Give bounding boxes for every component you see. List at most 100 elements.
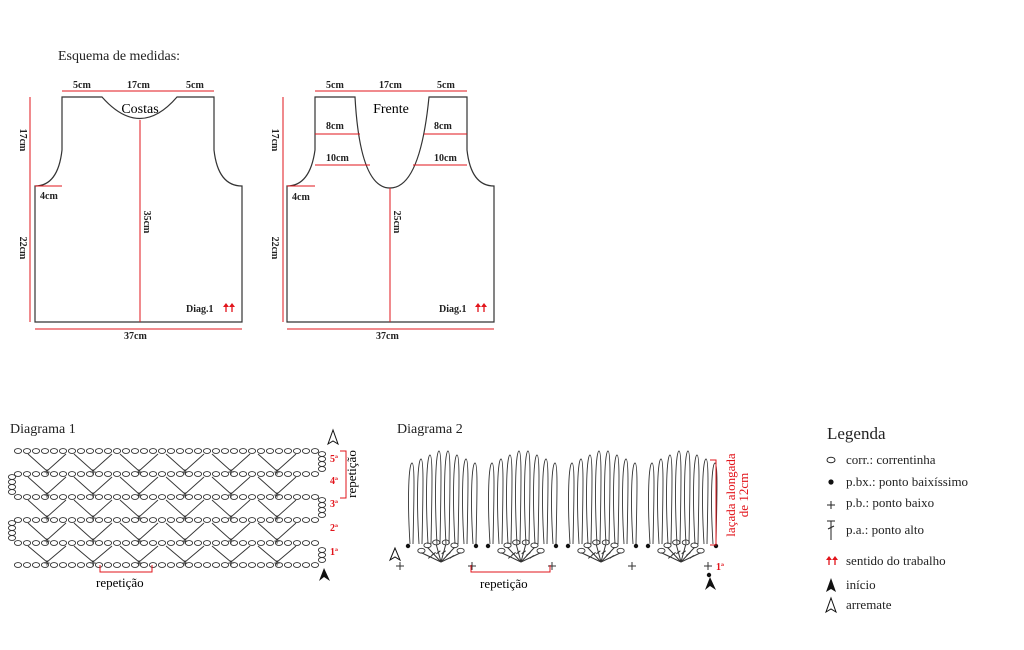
finish-icon <box>327 428 339 446</box>
chain-stitch <box>283 494 293 500</box>
elongated-loop <box>551 462 558 545</box>
chain-stitch <box>49 540 59 546</box>
chain-stitch <box>301 471 311 477</box>
slip-stitch <box>405 543 411 549</box>
chain-stitch <box>238 494 248 500</box>
elongated-loop <box>693 454 700 545</box>
slip-stitch <box>473 543 479 549</box>
chain-stitch <box>13 471 23 477</box>
double-crochet-stitch <box>671 552 676 556</box>
front-shoulder-right: 5cm <box>437 80 455 91</box>
chain-stitch <box>247 562 257 568</box>
chain-stitch <box>310 471 320 477</box>
chain-arch <box>230 522 251 541</box>
chain-stitch <box>211 494 221 500</box>
chain-stitch <box>112 494 122 500</box>
double-crochet-stitch <box>601 550 606 555</box>
chain-stitch <box>265 448 275 454</box>
chain-stitch <box>247 517 257 523</box>
chain-arch <box>276 545 297 563</box>
chain-arch <box>92 476 113 495</box>
chain-stitch <box>67 517 77 523</box>
chain-arch <box>46 453 67 472</box>
chain-stitch <box>202 471 212 477</box>
chain-stitch <box>103 448 113 454</box>
elongated-loop <box>426 454 433 545</box>
chain-stitch <box>256 540 266 546</box>
chain-arch <box>184 522 205 541</box>
chain-stitch <box>193 517 203 523</box>
chain-arch <box>27 545 48 563</box>
chain-stitch <box>193 540 203 546</box>
elongated-loop <box>622 458 629 545</box>
back-shoulder-left: 5cm <box>73 80 91 91</box>
diagram1-title: Diagrama 1 <box>10 422 76 437</box>
chain-stitch <box>577 547 586 554</box>
front-center-length: 25cm <box>391 211 402 234</box>
chain-stitch <box>148 517 158 523</box>
elongated-loop <box>684 450 691 545</box>
chain-arch <box>27 522 48 541</box>
chain-stitch <box>166 517 176 523</box>
double-crochet-stitch <box>680 544 687 563</box>
double-crochet-stitch <box>446 552 451 556</box>
double-crochet-stitch <box>501 552 522 563</box>
front-neck-lower-left: 10cm <box>326 153 349 164</box>
front-outline <box>286 96 495 323</box>
chain-stitch <box>175 448 185 454</box>
chain-arch <box>138 453 159 472</box>
chain-stitch <box>265 517 275 523</box>
elongated-loop <box>417 458 424 545</box>
legend-item: p.b.: ponto baixo <box>846 495 934 510</box>
chain-stitch <box>49 562 59 568</box>
chain-stitch <box>211 562 221 568</box>
chain-arch <box>230 499 251 518</box>
slip-stitch-icon <box>828 479 834 485</box>
chain-stitch <box>7 535 17 541</box>
double-crochet-stitch <box>606 552 611 556</box>
chain-stitch <box>76 471 86 477</box>
double-crochet-stitch <box>435 544 442 563</box>
chain-stitch <box>265 494 275 500</box>
chain-arch <box>46 476 67 495</box>
legend-item: sentido do trabalho <box>846 553 946 568</box>
chain-stitch <box>310 540 320 546</box>
chain-stitch <box>310 448 320 454</box>
double-crochet-stitch <box>526 552 531 556</box>
chain-stitch <box>175 562 185 568</box>
back-underarm: 4cm <box>40 191 58 202</box>
chain-stitch <box>148 540 158 546</box>
chain-stitch <box>121 448 131 454</box>
front-width: 37cm <box>376 331 399 342</box>
back-armhole-height: 17cm <box>17 129 28 152</box>
row-label: 1ª <box>330 547 338 558</box>
chain-stitch <box>265 562 275 568</box>
chain-arch <box>230 453 251 472</box>
chain-stitch <box>247 540 257 546</box>
chain-stitch <box>139 540 149 546</box>
elongated-loop <box>568 462 575 545</box>
chain-arch <box>211 522 232 541</box>
chain-arch <box>73 522 94 541</box>
diagram2-repeat-bracket <box>470 459 717 573</box>
chain-stitch <box>238 471 248 477</box>
chain-stitch <box>85 540 95 546</box>
elongated-loop <box>408 462 415 545</box>
chain-stitch <box>40 448 50 454</box>
chain-stitch <box>317 497 327 503</box>
chain-stitch <box>256 562 266 568</box>
diagram1-row-labels: 1ª 2ª 3ª 4ª 5ª <box>330 454 338 558</box>
finish-icon <box>388 546 402 562</box>
double-crochet-stitch <box>427 555 433 559</box>
chain-stitch <box>31 517 41 523</box>
single-crochet-icon <box>827 501 835 509</box>
work-direction-icon <box>228 302 236 313</box>
chain-stitch <box>317 451 327 457</box>
chain-stitch <box>139 494 149 500</box>
chain-stitch <box>157 540 167 546</box>
diagram2-row-label: 1ª <box>716 562 724 573</box>
chain-stitch <box>432 539 441 546</box>
chain-stitch <box>22 562 32 568</box>
chain-stitch <box>166 471 176 477</box>
